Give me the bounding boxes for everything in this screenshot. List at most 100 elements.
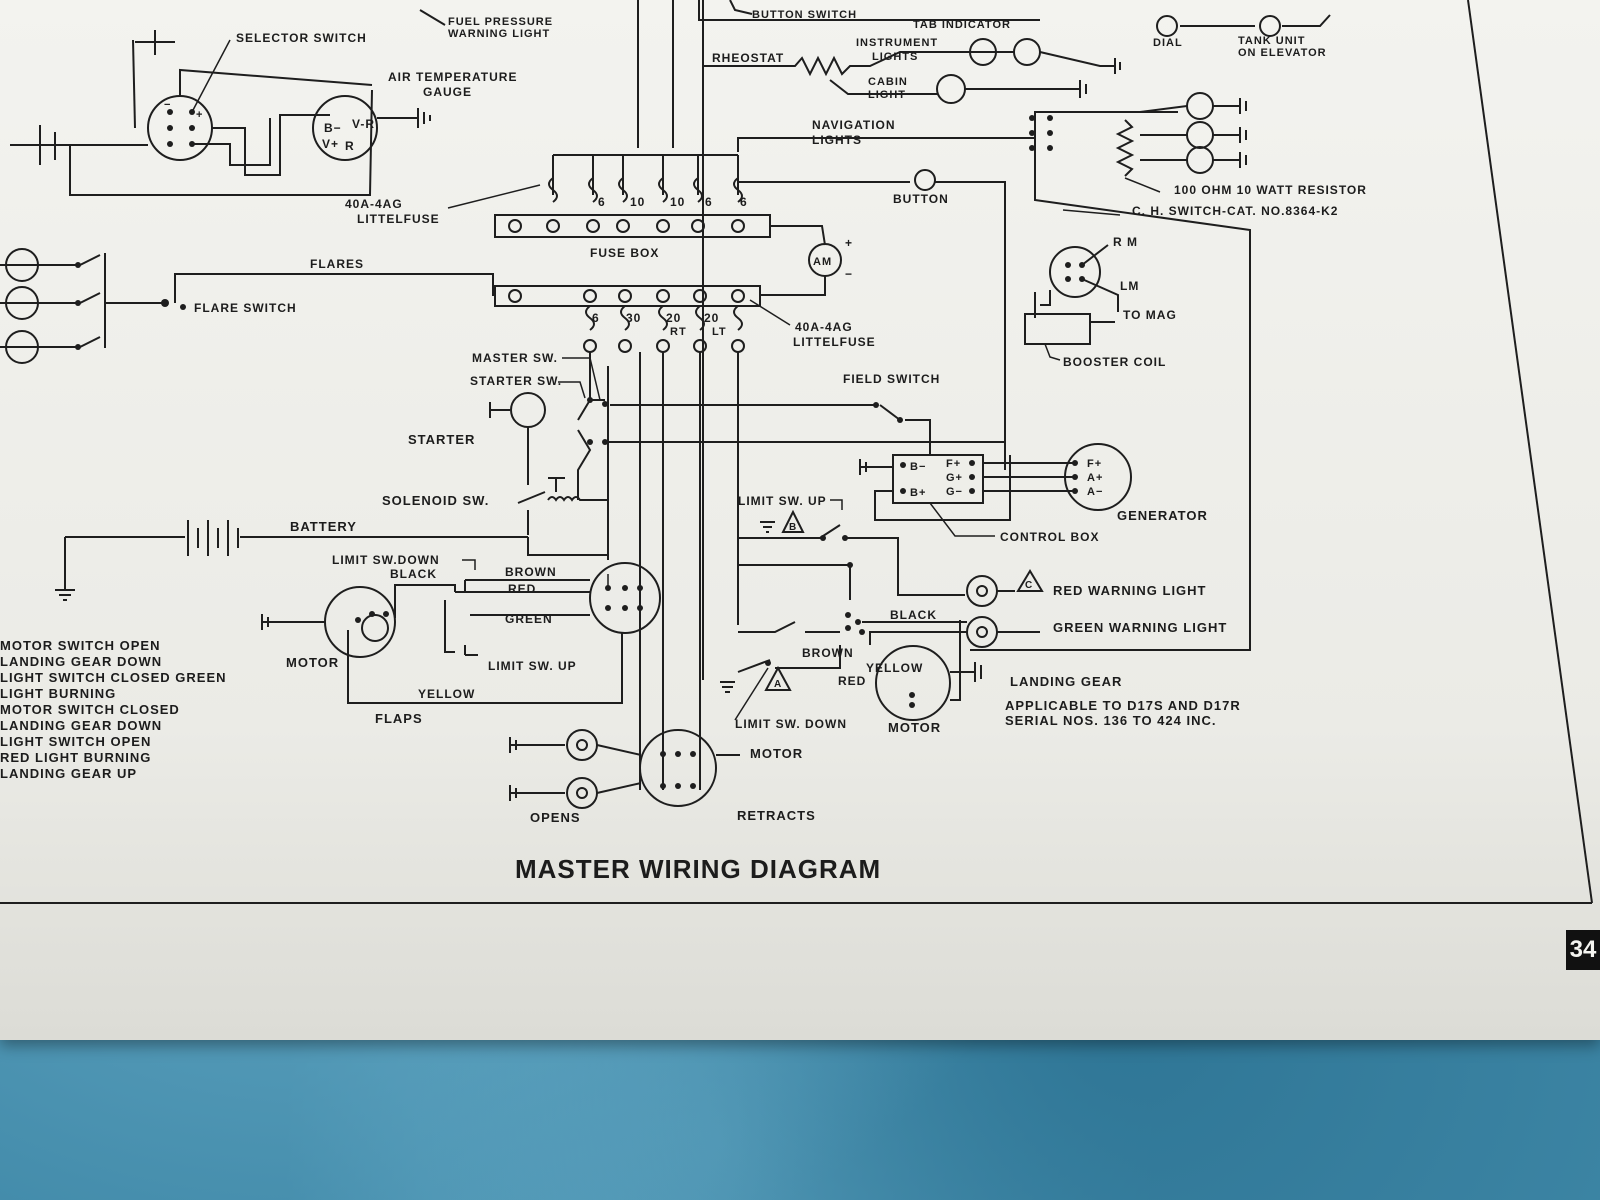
brown-right-label: BROWN xyxy=(802,646,854,660)
yellow-left-label: YELLOW xyxy=(418,687,475,701)
ch-switch-label: C. H. SWITCH-CAT. NO.8364-K2 xyxy=(1132,204,1338,218)
fuse-rating: 10 xyxy=(630,195,645,209)
legend-line: RED LIGHT BURNING xyxy=(0,750,151,765)
starter-sw-label: STARTER SW. xyxy=(470,374,562,388)
black-left-label: BLACK xyxy=(390,567,437,581)
fuse-rating: LT xyxy=(712,326,727,338)
svg-text:V+: V+ xyxy=(322,137,339,151)
legend-line: LIGHT SWITCH CLOSED GREEN xyxy=(0,670,227,685)
gauge-terminal-label: B− xyxy=(324,121,342,135)
control-box-terminal: B+ xyxy=(910,487,926,499)
legend-line: LANDING GEAR DOWN xyxy=(0,654,162,669)
limit-sw-down-left-label: LIMIT SW.DOWN xyxy=(332,553,440,567)
page-border-right xyxy=(1467,0,1593,904)
starter-icon xyxy=(510,392,546,428)
button-label: BUTTON xyxy=(893,192,949,206)
fuse-box-label: FUSE BOX xyxy=(590,246,659,260)
legend-line: LIGHT BURNING xyxy=(0,686,116,701)
instrument-lights-label-1: INSTRUMENT xyxy=(856,37,938,49)
applicable-label-1: APPLICABLE TO D17S AND D17R xyxy=(1005,698,1241,713)
manual-page: −+ SELECTOR SWITCH B− V-R V+ R AIR TEMPE… xyxy=(0,0,1600,1040)
svg-text:R: R xyxy=(345,139,355,153)
wiring-diagram: −+ SELECTOR SWITCH B− V-R V+ R AIR TEMPE… xyxy=(0,0,1593,904)
control-box-terminal: G+ xyxy=(946,472,963,484)
retracts-label: RETRACTS xyxy=(737,808,816,823)
legend: MOTOR SWITCH OPEN LANDING GEAR DOWN LIGH… xyxy=(0,638,227,781)
landing-gear-motor-icon xyxy=(875,645,951,721)
landing-gear-label: LANDING GEAR xyxy=(1010,674,1122,689)
battery-label: BATTERY xyxy=(290,519,357,534)
solenoid-sw-label: SOLENOID SW. xyxy=(382,493,489,508)
red-warning-light-icon xyxy=(966,575,998,607)
field-switch-label: FIELD SWITCH xyxy=(843,372,940,386)
instrument-lights-label-2: LIGHTS xyxy=(872,51,918,63)
navigation-light-icon xyxy=(1186,121,1214,149)
triangle-c-label: C xyxy=(1025,580,1033,591)
littelfuse-top-label-2: LITTELFUSE xyxy=(357,212,440,226)
legend-line: MOTOR SWITCH CLOSED xyxy=(0,702,180,717)
fuse-rating: 30 xyxy=(626,311,641,325)
control-box-icon xyxy=(892,454,984,504)
dial-label: DIAL xyxy=(1153,37,1183,49)
control-box-terminal: B− xyxy=(910,461,926,473)
navigation-light-icon xyxy=(1186,146,1214,174)
starter-label: STARTER xyxy=(408,432,475,447)
ammeter-label: AM xyxy=(813,256,832,268)
cabin-light-icon xyxy=(936,74,966,104)
fuse-rating: 20 xyxy=(666,311,681,325)
resistor-zigzag xyxy=(1115,119,1135,177)
svg-text:+: + xyxy=(196,109,203,121)
green-warning-light-icon xyxy=(966,616,998,648)
generator-terminal: F+ xyxy=(1087,458,1102,470)
rm-label: R M xyxy=(1113,235,1138,249)
fuel-pressure-label-1: FUEL PRESSURE xyxy=(448,16,553,28)
tank-unit-label-1: TANK UNIT xyxy=(1238,35,1305,47)
flares-label: FLARES xyxy=(310,257,364,271)
booster-coil-label: BOOSTER COIL xyxy=(1063,355,1166,369)
instrument-light-icon xyxy=(1013,38,1041,66)
littelfuse-top-label-1: 40A-4AG xyxy=(345,197,403,211)
fuse-rating: 6 xyxy=(598,195,606,209)
selector-switch-label: SELECTOR SWITCH xyxy=(236,31,367,45)
retracts-motor-icon xyxy=(639,729,717,807)
selector-switch-assembly: −+ xyxy=(10,30,373,196)
flare-switch-label: FLARE SWITCH xyxy=(194,301,297,315)
fuse-box xyxy=(494,214,771,238)
control-box-terminal: G− xyxy=(946,486,963,498)
yellow-right-label: YELLOW xyxy=(866,661,923,675)
svg-text:V-R: V-R xyxy=(352,117,375,131)
motor-flaps-label: MOTOR xyxy=(286,655,339,670)
motor-gear-label: MOTOR xyxy=(888,720,941,735)
fuse-rating: 10 xyxy=(670,195,685,209)
diagram-title: MASTER WIRING DIAGRAM xyxy=(515,854,881,884)
legend-line: MOTOR SWITCH OPEN xyxy=(0,638,160,653)
bus-wires xyxy=(637,0,1040,680)
legend-line: LANDING GEAR UP xyxy=(0,766,137,781)
navigation-light-icon xyxy=(1186,92,1214,120)
fuse-box-bottom: 6 30 20 20 RT LT xyxy=(494,285,761,353)
legend-line: LANDING GEAR DOWN xyxy=(0,718,162,733)
cabin-light-label-1: CABIN xyxy=(868,76,908,88)
tab-indicator-label: TAB INDICATOR xyxy=(913,19,1011,31)
green-warning-light-label: GREEN WARNING LIGHT xyxy=(1053,620,1227,635)
littelfuse-bot-label-2: LITTELFUSE xyxy=(793,335,876,349)
fuse-rating: 6 xyxy=(705,195,713,209)
limit-sw-up-left-label: LIMIT SW. UP xyxy=(488,659,577,673)
button-switch-label: BUTTON SWITCH xyxy=(752,9,857,21)
legend-line: LIGHT SWITCH OPEN xyxy=(0,734,151,749)
booster-coil-icon xyxy=(1024,313,1091,345)
fuse-rating: 20 xyxy=(704,311,719,325)
air-temperature-gauge: B− V-R V+ R xyxy=(312,95,431,161)
fuel-pressure-label-2: WARNING LIGHT xyxy=(448,28,550,40)
tank-unit-label-2: ON ELEVATOR xyxy=(1238,47,1327,59)
magneto-icon xyxy=(1049,246,1101,298)
navigation-lights-label-1: NAVIGATION xyxy=(812,118,896,132)
resistor-label: 100 OHM 10 WATT RESISTOR xyxy=(1174,183,1367,197)
red-left-label: RED xyxy=(508,582,536,596)
black-right-label: BLACK xyxy=(890,608,937,622)
triangle-b-label: B xyxy=(789,522,797,533)
motor-bottom-label: MOTOR xyxy=(750,746,803,761)
control-box-terminal: F+ xyxy=(946,458,961,470)
svg-text:−: − xyxy=(164,99,171,111)
generator-terminal: A+ xyxy=(1087,472,1103,484)
